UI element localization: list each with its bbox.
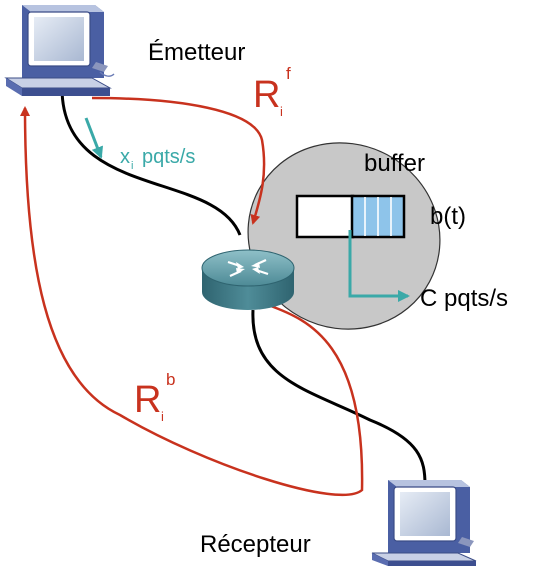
sending-rate-label: x i pqts/s [120,146,195,172]
queue-empty-slot [295,194,355,239]
backward-delay-subscript: i [161,409,164,424]
forward-delay-arrow [91,96,266,225]
link-router-receiver [251,309,427,486]
forward-delay-label: R i f [253,64,291,119]
capacity-label: C pqts/s [420,285,508,312]
backward-delay-arrow [20,106,364,497]
backward-delay-label: R i b [134,370,175,424]
router-icon [201,249,295,310]
rate-symbol: x [120,146,130,168]
sender-computer-icon [4,5,115,96]
buffer-queue [295,194,406,239]
forward-delay-superscript: f [286,64,291,83]
link-sender-router [60,87,242,236]
backward-delay-superscript: b [166,370,175,389]
sender-label: Émetteur [148,39,245,66]
sending-rate-arrow [84,117,104,159]
buffer-occupancy-label: b(t) [430,203,466,230]
buffer-label: buffer [364,150,425,177]
forward-delay-symbol: R [253,74,280,116]
rate-subscript: i [131,160,133,172]
forward-delay-subscript: i [280,104,283,119]
backward-delay-symbol: R [134,379,161,421]
output-capacity-arrow [348,230,410,302]
receiver-computer-icon [371,480,477,566]
receiver-label: Récepteur [200,531,311,558]
rate-unit: pqts/s [142,146,195,168]
